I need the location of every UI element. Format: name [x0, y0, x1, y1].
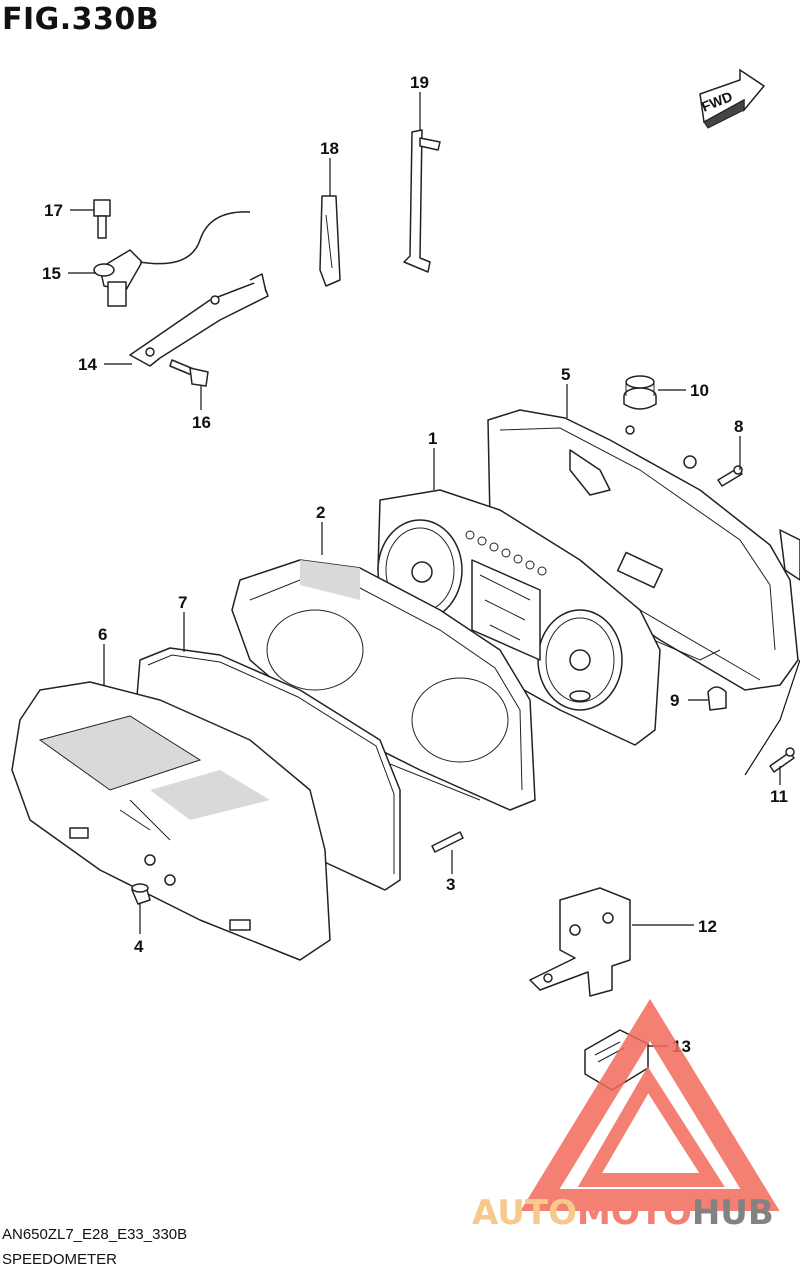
part-19-rod [403, 129, 441, 273]
label-part-19: 19 [410, 73, 429, 92]
watermark-text: AUTOMOTOHUB [472, 1193, 774, 1233]
label-part-6: 6 [98, 625, 107, 644]
label-part-11: 11 [770, 787, 788, 806]
part-1-meter-unit [377, 489, 661, 746]
part-2-inner-cover [231, 559, 536, 811]
label-part-17: 17 [44, 201, 63, 220]
part-8-screw [717, 465, 743, 487]
label-part-3: 3 [446, 875, 455, 894]
part-4-grommet [131, 883, 151, 905]
part-18-clamp [319, 195, 341, 287]
label-part-2: 2 [316, 503, 325, 522]
part-17-bolt [93, 199, 111, 239]
part-14-bracket [129, 273, 269, 367]
fwd-arrow-icon: FWD [699, 68, 766, 129]
leader-lines [68, 92, 800, 1047]
label-part-9: 9 [670, 691, 679, 710]
label-part-8: 8 [734, 417, 743, 436]
part-16-bolt [169, 359, 209, 387]
label-part-10: 10 [690, 381, 709, 400]
label-part-12: 12 [698, 917, 717, 936]
part-6-front-lens [11, 681, 331, 961]
part-9-bulb [707, 686, 727, 711]
label-part-7: 7 [178, 593, 187, 612]
part-12-bracket [529, 887, 631, 997]
part-11-screw [769, 747, 795, 773]
drawing-name: SPEEDOMETER [2, 1251, 118, 1268]
label-part-4: 4 [134, 937, 144, 956]
label-part-14: 14 [78, 355, 97, 374]
label-part-16: 16 [192, 413, 211, 432]
drawing-code: AN650ZL7_E28_E33_330B [2, 1226, 188, 1243]
part-10-cushion [623, 375, 657, 410]
label-part-1: 1 [428, 429, 437, 448]
part-5-rear-case [487, 409, 800, 691]
figure-title: FIG.330B [2, 2, 160, 37]
part-15-sensor [93, 211, 251, 307]
part-3-screw [431, 831, 464, 853]
watermark-logo: AUTOMOTOHUB [472, 998, 780, 1233]
label-part-18: 18 [320, 139, 339, 158]
label-part-5: 5 [561, 365, 570, 384]
label-part-15: 15 [42, 264, 61, 283]
